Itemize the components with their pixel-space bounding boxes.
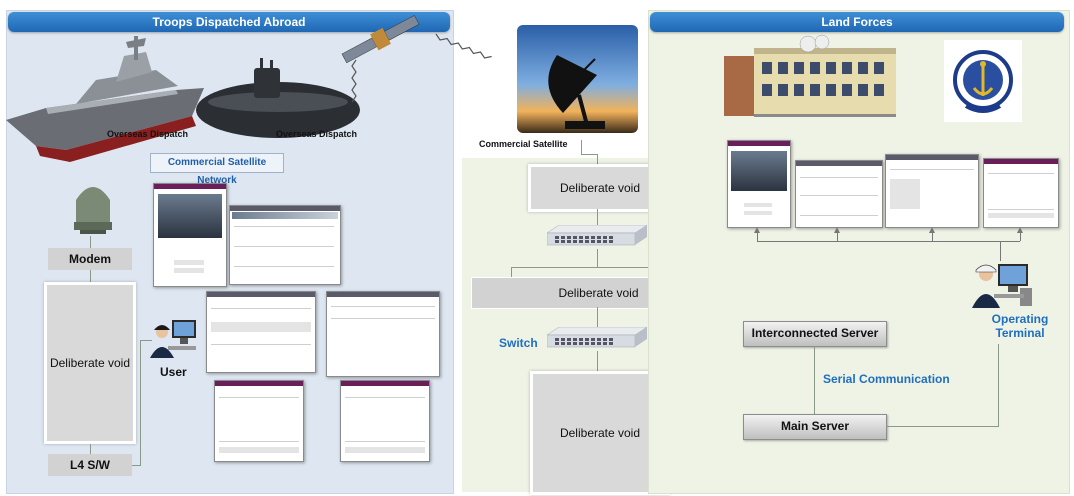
ship-caption: Overseas Dispatch [107, 129, 189, 139]
operating-terminal-icon [972, 264, 1032, 308]
network-switch-icon-1 [547, 225, 647, 246]
deliberate-void-bottom: Deliberate void [530, 371, 670, 495]
land-app-window-thumbnail-3 [983, 158, 1059, 228]
modem-box: Modem [48, 248, 132, 270]
overseas-panel-title: Troops Dispatched Abroad [8, 12, 450, 32]
interconnected-server-box: Interconnected Server [743, 321, 887, 347]
land-login-window-thumbnail [727, 140, 791, 228]
app-window-thumbnail-1 [229, 205, 341, 285]
deliberate-void-left: Deliberate void [44, 282, 136, 444]
app-window-thumbnail-3 [326, 291, 440, 377]
satellite-dish-photo [517, 25, 638, 133]
destroyer-ship-image [6, 36, 204, 162]
commercial-satellite-label: Commercial Satellite [479, 139, 568, 149]
app-window-thumbnail-2 [206, 291, 316, 373]
submarine-image [196, 58, 360, 138]
l4-switch-box: L4 S/W [48, 454, 132, 476]
main-server-box: Main Server [743, 414, 887, 440]
submarine-caption: Overseas Dispatch [276, 129, 358, 139]
app-window-thumbnail-5 [340, 380, 430, 462]
navy-emblem-logo [944, 40, 1022, 122]
satellite-icon [341, 15, 492, 64]
radome-antenna-icon [74, 187, 112, 234]
network-switch-icon-2 [547, 327, 647, 348]
land-app-window-thumbnail-2 [885, 154, 979, 228]
land-app-window-thumbnail-1 [795, 160, 883, 228]
land-forces-panel-title: Land Forces [650, 12, 1064, 32]
user-label: User [160, 365, 187, 379]
user-workstation-icon [150, 320, 196, 358]
switch-label: Switch [499, 336, 538, 350]
signal-wave-icon [351, 59, 357, 103]
headquarters-building-image [724, 34, 896, 117]
operating-terminal-label: Operating Terminal [991, 312, 1049, 340]
login-window-thumbnail [153, 183, 227, 287]
app-window-thumbnail-4 [214, 380, 304, 462]
serial-communication-label: Serial Communication [823, 372, 950, 386]
commercial-satellite-network-label: Commercial Satellite Network [150, 153, 284, 186]
